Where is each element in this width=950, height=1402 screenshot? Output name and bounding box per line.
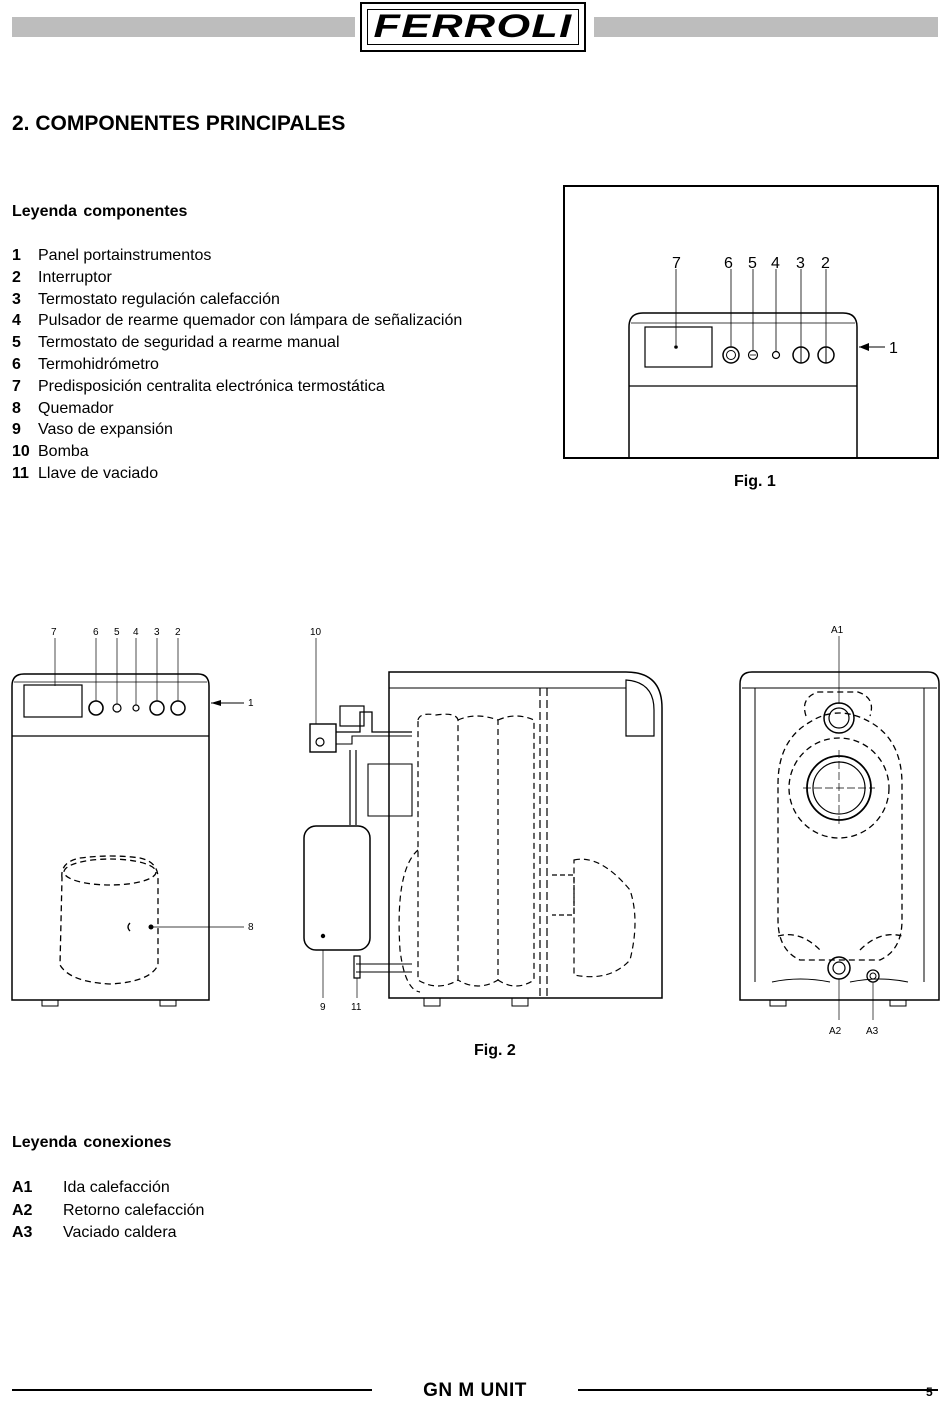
side-view: 10 9 11 [303, 627, 663, 1013]
front-callout-6: 6 [93, 627, 99, 638]
front-callout-1: 1 [248, 698, 254, 709]
front-callout-4: 4 [133, 627, 139, 638]
footer-rule-right [578, 1389, 938, 1391]
legend-connections-title: Leyenda conexiones [12, 1134, 172, 1151]
rear-view: A1 A2 [739, 625, 940, 1020]
callout-7: 7 [672, 255, 681, 272]
side-callout-9: 9 [320, 1002, 326, 1013]
callout-5: 5 [748, 255, 757, 272]
front-callout-8: 8 [248, 922, 254, 933]
callout-1: 1 [889, 340, 898, 357]
rear-callout-a3-label: A3 [866, 1026, 879, 1037]
front-callout-7: 7 [51, 627, 57, 638]
footer-model: GN M UNIT [423, 1380, 527, 1401]
callout-6: 6 [724, 255, 733, 272]
callout-2: 2 [821, 255, 830, 272]
side-callout-10: 10 [310, 627, 322, 638]
brand-logo: FERROLI [360, 2, 586, 52]
front-callout-3: 3 [154, 627, 160, 638]
rear-callout-a1: A1 [831, 625, 844, 636]
brand-name: FERROLI [373, 8, 573, 44]
rear-callout-a2-label: A2 [829, 1026, 842, 1037]
front-view: 7 6 5 4 3 2 1 8 [11, 627, 254, 1007]
header-bar-left [12, 17, 355, 37]
legend-components-title: Leyenda componentes [12, 203, 188, 220]
footer-rule-left [12, 1389, 372, 1391]
front-callout-5: 5 [114, 627, 120, 638]
fig2-caption: Fig. 2 [474, 1042, 516, 1059]
section-title: 2. COMPONENTES PRINCIPALES [12, 112, 346, 135]
header-bar-right [594, 17, 938, 37]
figure-1: 7 6 5 4 3 2 1 [563, 185, 939, 459]
callout-4: 4 [771, 255, 780, 272]
page-number: 5 [926, 1386, 933, 1398]
figure-2: 7 6 5 4 3 2 1 8 [11, 625, 940, 1020]
front-callout-2: 2 [175, 627, 181, 638]
callout-3: 3 [796, 255, 805, 272]
side-callout-11: 11 [351, 1002, 362, 1013]
fig1-caption: Fig. 1 [734, 473, 776, 490]
